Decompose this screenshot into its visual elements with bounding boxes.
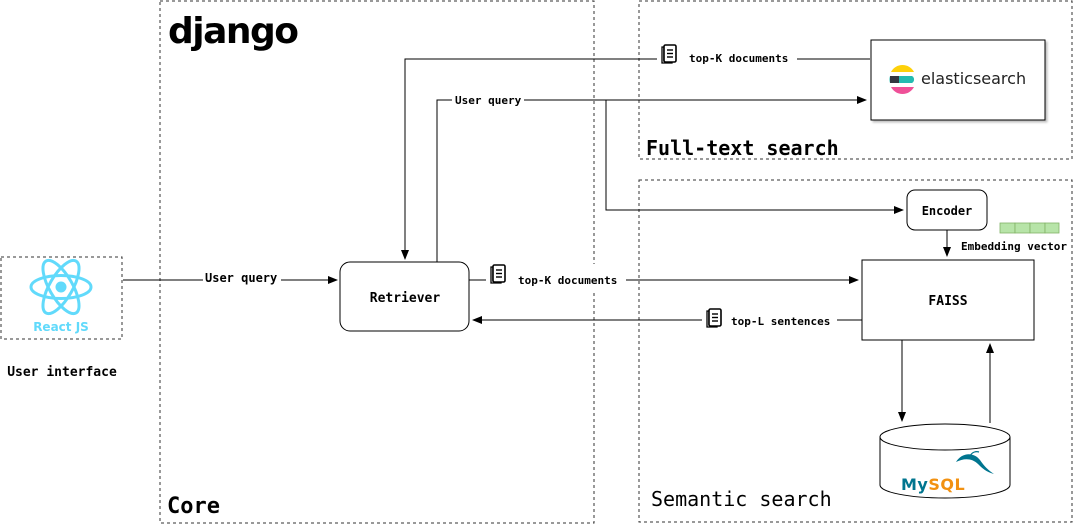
django-logo: django	[168, 11, 298, 52]
core-group	[159, 0, 595, 524]
document-icon	[661, 44, 677, 64]
document-icon	[706, 308, 722, 328]
fulltext-group	[638, 0, 1073, 160]
edge-label-top-k-es: top-K documents	[689, 52, 788, 65]
core-label: Core	[167, 494, 220, 519]
fulltext-label: Full-text search	[646, 136, 839, 160]
encoder-label: Encoder	[922, 204, 973, 218]
elasticsearch-label: elasticsearch	[921, 69, 1026, 88]
edge-label-user-query-ui: User query	[205, 271, 277, 285]
user-interface-caption: User interface	[7, 365, 117, 380]
react-logo-label: React JS	[33, 320, 89, 334]
edge-label-top-k-faiss: top-K documents	[518, 274, 617, 287]
faiss-label: FAISS	[928, 294, 967, 309]
embedding-vector-label: Embedding vector	[961, 240, 1067, 253]
semantic-group	[638, 179, 1073, 523]
semantic-label: Semantic search	[651, 487, 832, 511]
embedding-vector-icon	[999, 222, 1060, 234]
faiss-box	[861, 259, 1035, 341]
elasticsearch-icon	[889, 65, 916, 94]
ui-logo-frame	[0, 256, 123, 340]
retriever-label: Retriever	[370, 291, 441, 306]
mysql-dolphin-icon	[956, 451, 994, 474]
edge-label-top-l: top-L sentences	[731, 315, 830, 328]
edge-retriever-to-es	[436, 96, 867, 262]
react-icon	[29, 258, 93, 316]
mysql-logo: MySQL	[901, 475, 965, 494]
edge-query-to-encoder	[605, 100, 904, 214]
document-icon	[490, 264, 506, 284]
retriever-box	[339, 261, 470, 332]
elasticsearch-box	[870, 39, 1046, 121]
edge-label-user-query-es: User query	[455, 94, 522, 107]
